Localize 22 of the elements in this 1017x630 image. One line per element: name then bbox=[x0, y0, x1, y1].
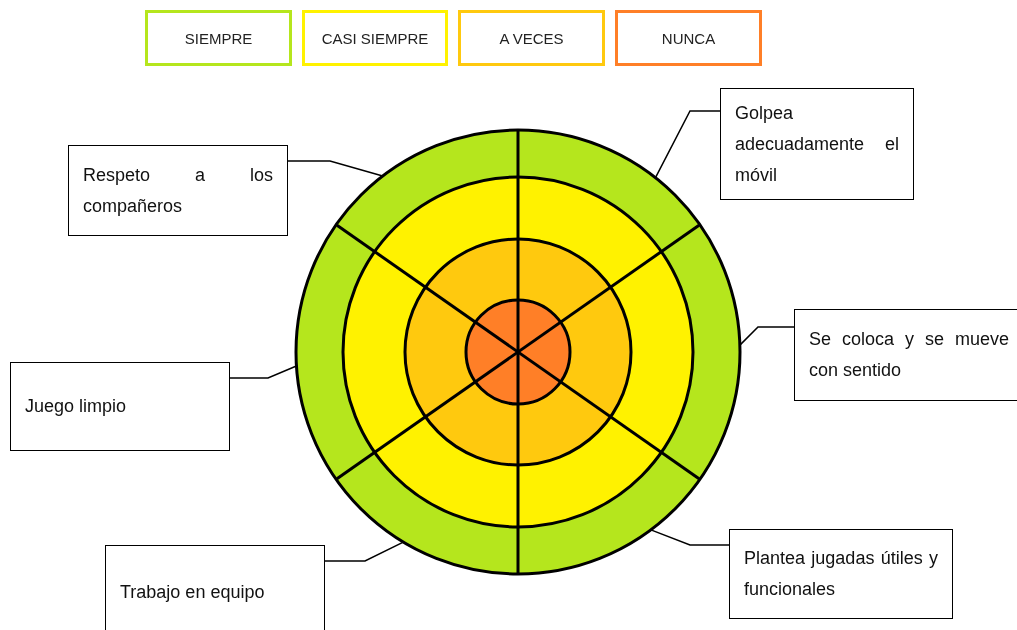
leader-line bbox=[654, 110, 721, 179]
label-text: Respeto a los compañeros bbox=[83, 163, 273, 218]
legend-text: NUNCA bbox=[661, 29, 716, 47]
leader-line bbox=[650, 529, 730, 546]
label-box bbox=[794, 309, 1017, 401]
leader-line bbox=[229, 365, 298, 379]
label-text: Juego limpio bbox=[25, 395, 128, 418]
label-text: Golpea adecuadamente el móvil bbox=[735, 101, 899, 187]
legend-text: CASI SIEMPRE bbox=[321, 29, 429, 47]
leader-line bbox=[739, 326, 795, 346]
label-box bbox=[720, 88, 914, 200]
leader-line bbox=[324, 541, 405, 562]
label-text: Trabajo en equipo bbox=[120, 581, 266, 604]
legend-text: A VECES bbox=[499, 29, 564, 47]
leader-line bbox=[287, 160, 384, 177]
label-text: Plantea jugadas útiles y funcionales bbox=[744, 547, 938, 601]
label-box bbox=[729, 529, 953, 619]
label-box bbox=[68, 145, 288, 236]
label-box bbox=[10, 362, 230, 451]
label-text: Se coloca y se mueve con sentido bbox=[809, 328, 1009, 382]
label-box bbox=[105, 545, 325, 630]
legend-text: SIEMPRE bbox=[184, 29, 253, 47]
